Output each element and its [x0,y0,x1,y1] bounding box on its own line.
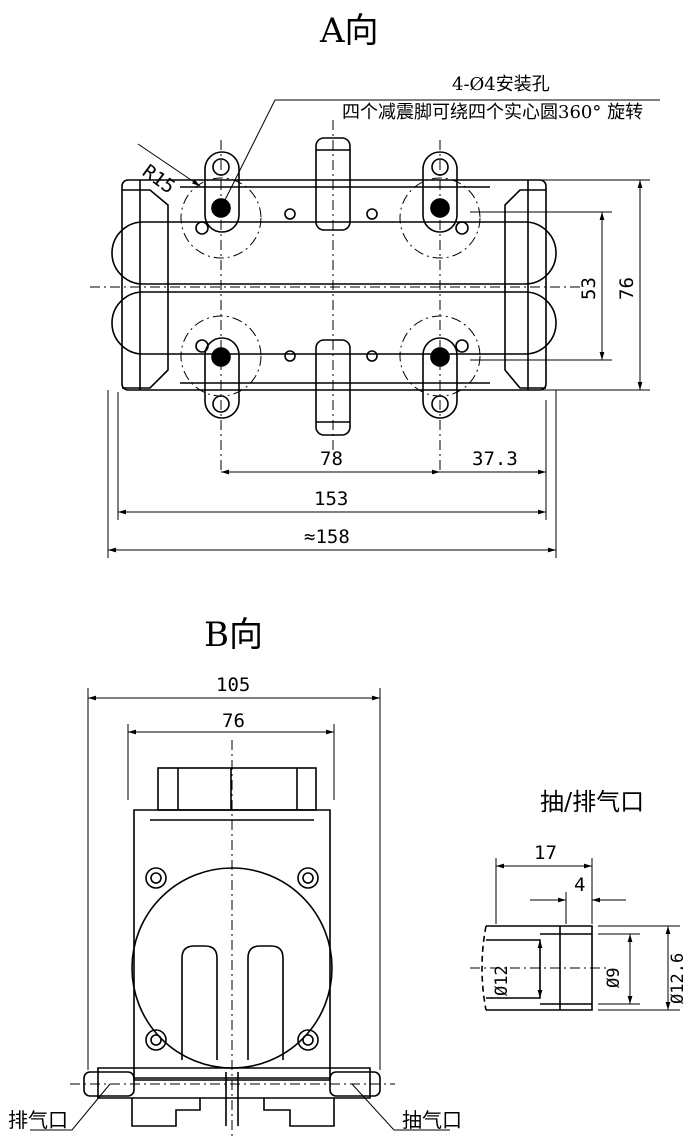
exhaust-port-label: 排气口 [8,1108,68,1132]
port-detail-title: 抽/排气口 [540,788,645,816]
view-a-centerlines [90,120,580,470]
dim-17: 17 [534,842,557,864]
view-a-dimensions [107,99,660,558]
dim-d9: Ø9 [604,967,624,988]
dim-76-a: 76 [616,277,638,300]
dim-158: ≈158 [304,526,350,548]
intake-port-label: 抽气口 [402,1108,462,1132]
rotation-note: 四个减震脚可绕四个实心圆360° 旋转 [342,102,644,123]
port-detail-dimensions [495,858,680,1011]
dim-37-3: 37.3 [472,448,518,470]
dim-153: 153 [314,488,349,510]
dim-53: 53 [578,277,600,300]
view-b-centerlines [70,740,395,1140]
view-b-title: B向 [204,615,263,655]
dim-d12: Ø12 [492,965,512,996]
dim-76-b: 76 [222,710,245,732]
dim-4: 4 [574,874,586,896]
view-a-title: A向 [320,11,379,51]
view-b-dimensions [30,688,450,1131]
mounting-hole-note: 4-Ø4安装孔 [452,74,550,95]
dim-d12-6: Ø12.6 [668,952,688,1004]
dim-105: 105 [216,674,251,696]
dim-78: 78 [320,448,343,470]
